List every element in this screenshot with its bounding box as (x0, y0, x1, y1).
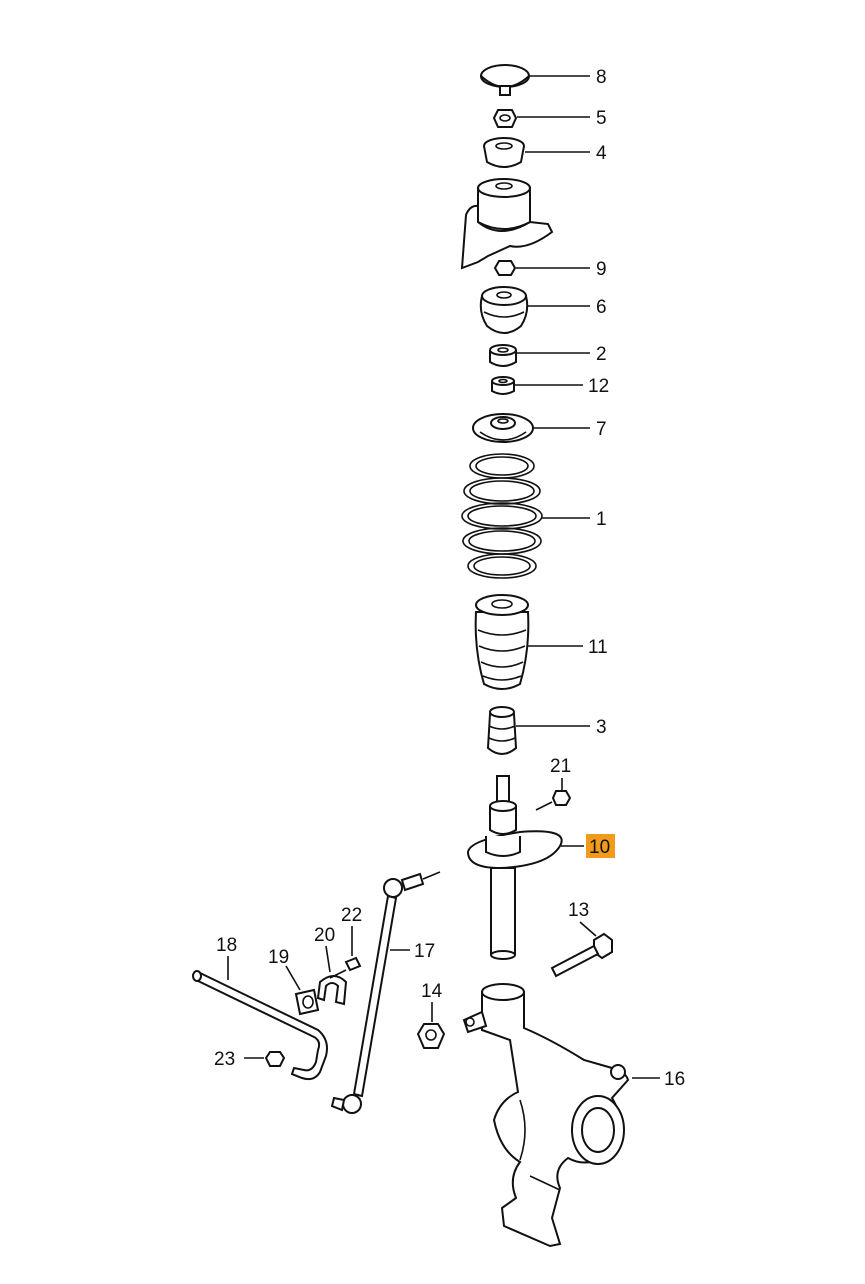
callout-19: 19 (268, 947, 289, 968)
part-18-stabilizer-bar (192, 970, 328, 1081)
callout-8: 8 (596, 67, 607, 88)
callout-5: 5 (596, 108, 607, 129)
part-5-nut (492, 109, 518, 128)
callout-3: 3 (596, 717, 607, 738)
callout-11: 11 (588, 637, 608, 658)
callout-12: 12 (588, 376, 609, 397)
part-6-strut-mount (479, 286, 529, 334)
callout-6: 6 (596, 297, 607, 318)
callout-leaders (227, 75, 660, 1079)
part-19-bushing (294, 988, 320, 1016)
part-3-bump-stop (486, 706, 518, 755)
callout-2: 2 (596, 344, 607, 365)
callout-16: 16 (664, 1069, 685, 1090)
callout-21: 21 (550, 756, 571, 777)
part-20-clamp (316, 975, 348, 1006)
callout-14: 14 (421, 981, 443, 1002)
part-1-coil-spring (461, 453, 543, 579)
part-14-nut (416, 1023, 446, 1049)
strut-tower-mount (460, 178, 554, 270)
part-8-dust-cap (480, 64, 530, 96)
part-22-bolt (329, 956, 362, 979)
callout-1: 1 (596, 509, 607, 530)
part-17-stabilizer-link (330, 871, 441, 1114)
part-21-nut (535, 790, 572, 811)
part-11-dust-boot (474, 594, 530, 690)
part-4-bushing (483, 137, 525, 168)
callout-18: 18 (216, 935, 237, 956)
part-13-bolt (550, 932, 613, 978)
part-9-nut (493, 260, 517, 276)
part-12-washer (491, 376, 515, 395)
part-10-shock-absorber (466, 775, 563, 960)
part-16-steering-knuckle (462, 983, 630, 1248)
callout-9: 9 (596, 259, 607, 280)
callout-7: 7 (596, 419, 607, 440)
callout-23: 23 (214, 1049, 235, 1070)
callout-4: 4 (596, 143, 607, 164)
callout-13: 13 (568, 900, 589, 921)
callout-labels: 8 5 4 9 6 2 12 7 1 11 3 21 10 13 22 20 1… (214, 67, 685, 1090)
callout-10-highlight (586, 834, 615, 858)
callout-22: 22 (341, 905, 362, 926)
callout-17: 17 (414, 941, 435, 962)
part-7-spring-seat (472, 413, 534, 443)
callout-10: 10 (589, 837, 610, 858)
part-23-nut (264, 1051, 286, 1067)
callout-20: 20 (314, 925, 335, 946)
part-2-spacer (489, 344, 517, 367)
